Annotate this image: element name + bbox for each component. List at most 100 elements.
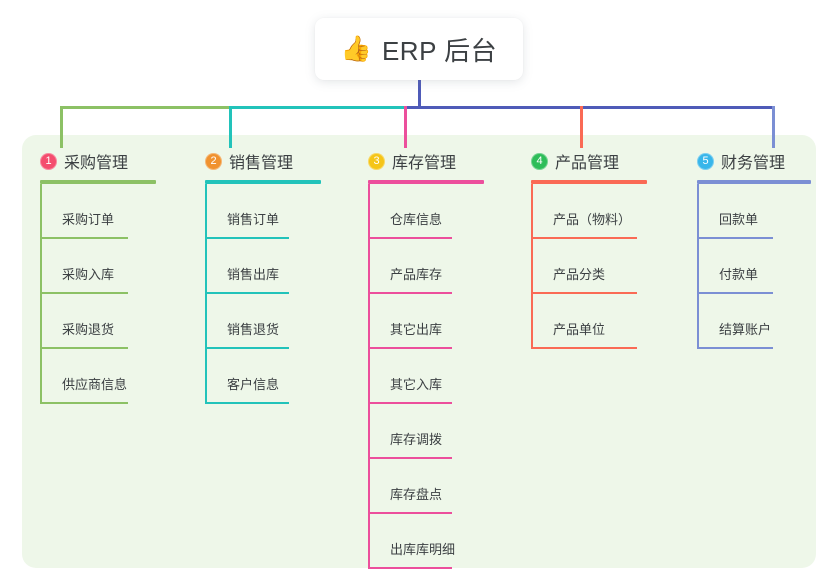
menu-item[interactable]: 其它入库: [368, 349, 484, 404]
column-items-1: 采购订单采购入库采购退货供应商信息: [40, 184, 156, 404]
menu-item[interactable]: 采购订单: [40, 184, 156, 239]
menu-item-label: 采购退货: [62, 322, 115, 337]
menu-item-label: 其它出库: [390, 322, 443, 337]
column-title-4: 产品管理: [555, 155, 620, 172]
column-title-1: 采购管理: [64, 155, 129, 172]
column-title-5: 财务管理: [721, 155, 786, 172]
menu-item[interactable]: 产品（物料）: [531, 184, 647, 239]
menu-item-rule: [40, 292, 128, 294]
column-purchase: 1 采购管理采购订单采购入库采购退货供应商信息: [40, 148, 156, 404]
menu-item[interactable]: 库存盘点: [368, 459, 484, 514]
column-spine-2: [205, 184, 207, 404]
column-header-4[interactable]: 4 产品管理: [531, 148, 647, 174]
column-header-1[interactable]: 1 采购管理: [40, 148, 156, 174]
menu-item-label: 采购入库: [62, 267, 115, 282]
menu-item[interactable]: 销售退货: [205, 294, 321, 349]
diagram-title-card: 👍 ERP 后台: [315, 18, 523, 80]
menu-item-label: 库存盘点: [390, 487, 443, 502]
menu-item-rule: [697, 237, 773, 239]
menu-item-rule: [697, 292, 773, 294]
menu-item-label: 回款单: [719, 212, 759, 227]
menu-item[interactable]: 供应商信息: [40, 349, 156, 404]
menu-item-label: 产品分类: [553, 267, 606, 282]
menu-item-rule: [531, 347, 637, 349]
menu-item-label: 产品单位: [553, 322, 606, 337]
column-items-5: 回款单付款单结算账户: [697, 184, 811, 349]
drop-connector-5: [772, 106, 775, 148]
menu-item-rule: [368, 402, 452, 404]
menu-item[interactable]: 采购入库: [40, 239, 156, 294]
menu-item[interactable]: 产品库存: [368, 239, 484, 294]
menu-item-label: 其它入库: [390, 377, 443, 392]
menu-item[interactable]: 付款单: [697, 239, 811, 294]
column-badge-2: 2: [205, 152, 222, 170]
menu-item-rule: [368, 457, 452, 459]
diagram-background-panel: [22, 135, 816, 568]
bus-segment-blue: [404, 106, 775, 109]
menu-item-rule: [368, 292, 452, 294]
diagram-title-text: ERP 后台: [381, 35, 498, 66]
drop-connector-1: [60, 106, 63, 148]
column-badge-1: 1: [40, 152, 57, 170]
menu-item-label: 客户信息: [227, 377, 280, 392]
column-header-rule-2: [205, 180, 321, 184]
menu-item-rule: [368, 347, 452, 349]
column-header-2[interactable]: 2 销售管理: [205, 148, 321, 174]
menu-item[interactable]: 库存调拨: [368, 404, 484, 459]
menu-item-label: 仓库信息: [390, 212, 443, 227]
menu-item-label: 供应商信息: [62, 377, 128, 392]
menu-item-label: 产品库存: [390, 267, 443, 282]
menu-item[interactable]: 销售出库: [205, 239, 321, 294]
drop-connector-4: [580, 106, 583, 148]
menu-item-label: 销售订单: [227, 212, 280, 227]
column-spine-4: [531, 184, 533, 349]
column-badge-4: 4: [531, 152, 548, 170]
menu-item-label: 库存调拨: [390, 432, 443, 447]
menu-item-rule: [368, 567, 452, 569]
menu-item[interactable]: 出库库明细: [368, 514, 484, 569]
drop-connector-2: [229, 106, 232, 148]
menu-item-rule: [205, 292, 289, 294]
column-header-rule-4: [531, 180, 647, 184]
menu-item-rule: [205, 237, 289, 239]
menu-item[interactable]: 客户信息: [205, 349, 321, 404]
menu-item-label: 销售退货: [227, 322, 280, 337]
menu-item[interactable]: 产品分类: [531, 239, 647, 294]
menu-item-rule: [531, 292, 637, 294]
menu-item[interactable]: 销售订单: [205, 184, 321, 239]
menu-item[interactable]: 结算账户: [697, 294, 811, 349]
menu-item[interactable]: 仓库信息: [368, 184, 484, 239]
menu-item[interactable]: 其它出库: [368, 294, 484, 349]
drop-connector-3: [404, 106, 407, 148]
menu-item-rule: [531, 237, 637, 239]
menu-item-rule: [40, 347, 128, 349]
menu-item-rule: [697, 347, 773, 349]
trunk-connector: [418, 78, 421, 108]
menu-item-label: 结算账户: [719, 322, 772, 337]
column-title-2: 销售管理: [229, 155, 294, 172]
column-items-4: 产品（物料） 产品分类产品单位: [531, 184, 647, 349]
menu-item-rule: [368, 237, 452, 239]
column-header-rule-1: [40, 180, 156, 184]
column-header-rule-3: [368, 180, 484, 184]
column-product: 4 产品管理产品（物料） 产品分类产品单位: [531, 148, 647, 349]
menu-item-rule: [205, 347, 289, 349]
menu-item-label: 销售出库: [227, 267, 280, 282]
menu-item[interactable]: 采购退货: [40, 294, 156, 349]
bus-segment-teal: [230, 106, 406, 109]
column-header-rule-5: [697, 180, 811, 184]
menu-item-label: 采购订单: [62, 212, 115, 227]
column-spine-5: [697, 184, 699, 349]
column-items-3: 仓库信息产品库存其它出库其它入库库存调拨库存盘点出库库明细: [368, 184, 484, 569]
menu-item-label: 付款单: [719, 267, 759, 282]
menu-item-rule: [368, 512, 452, 514]
menu-item[interactable]: 产品单位: [531, 294, 647, 349]
column-spine-1: [40, 184, 42, 404]
column-sales: 2 销售管理销售订单销售出库销售退货客户信息: [205, 148, 321, 404]
menu-item[interactable]: 回款单: [697, 184, 811, 239]
thumbs-up-icon: 👍: [340, 34, 372, 63]
